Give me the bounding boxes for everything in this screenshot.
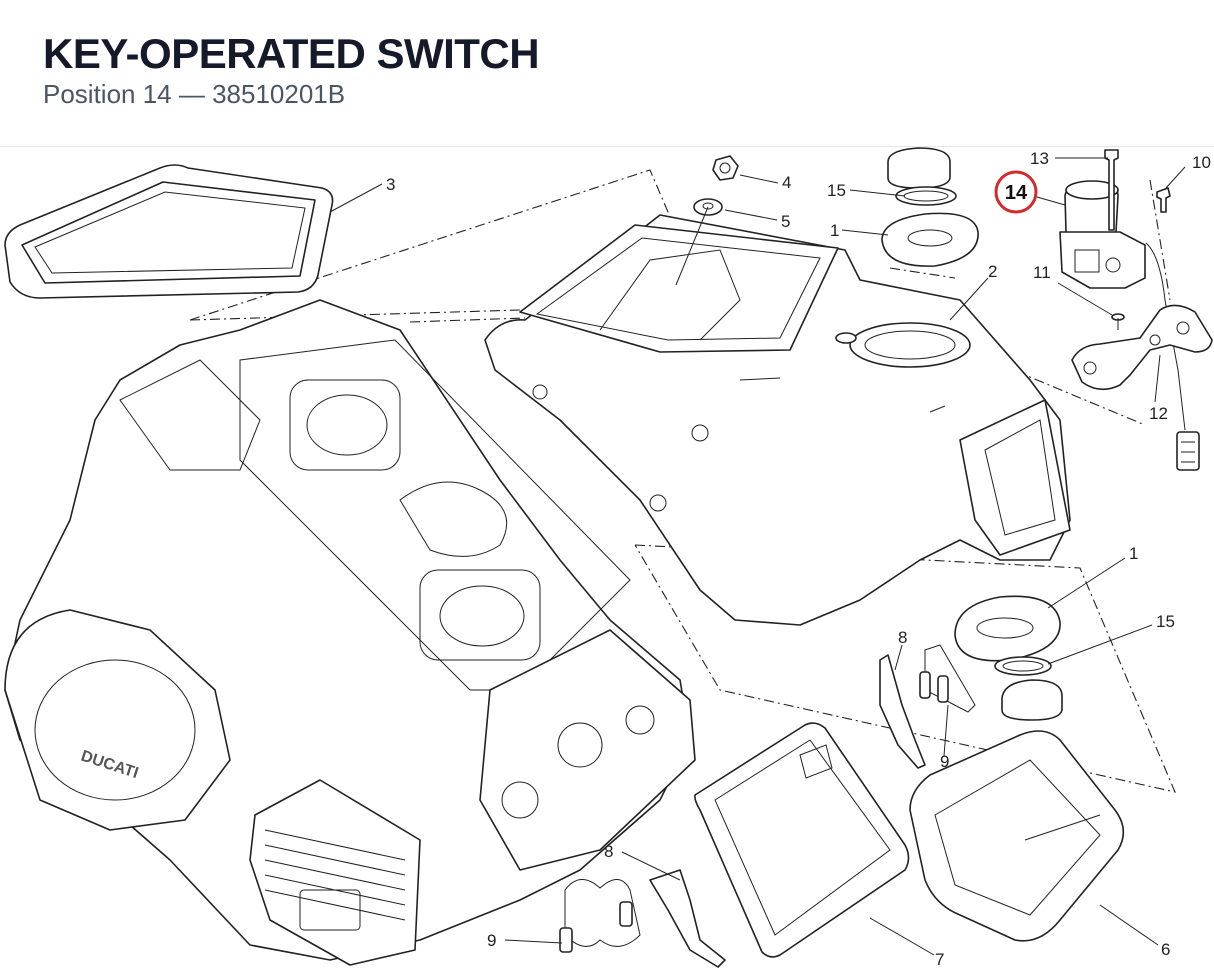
position-14-highlight: 14 bbox=[994, 170, 1038, 214]
callout-15-lower: 15 bbox=[1156, 612, 1175, 631]
callout-labels: 3 4 5 15 1 13 10 2 11 12 1 15 8 9 8 9 7 … bbox=[386, 149, 1211, 969]
callout-12: 12 bbox=[1149, 404, 1168, 423]
callout-10: 10 bbox=[1192, 153, 1211, 172]
callout-6: 6 bbox=[1161, 940, 1170, 959]
part-8-clip-right bbox=[879, 654, 926, 769]
part-9-spring-right bbox=[919, 644, 976, 713]
callout-5: 5 bbox=[781, 212, 790, 231]
callout-8-right: 8 bbox=[898, 628, 907, 647]
part-13-bolt bbox=[1104, 149, 1119, 231]
callout-13: 13 bbox=[1030, 149, 1049, 168]
callout-8-bottom: 8 bbox=[604, 842, 613, 861]
leader-lines bbox=[329, 157, 1186, 956]
header-divider bbox=[0, 146, 1214, 147]
airbox-frame bbox=[484, 214, 1071, 626]
part-14-key-switch bbox=[1059, 180, 1200, 471]
engine-block bbox=[4, 299, 696, 966]
part-5-washer bbox=[675, 198, 723, 286]
callout-9-bottom: 9 bbox=[487, 931, 496, 950]
callout-1-upper: 1 bbox=[830, 221, 839, 240]
part-3-seal bbox=[4, 164, 334, 299]
callout-4: 4 bbox=[782, 173, 791, 192]
part-6-air-filter bbox=[909, 730, 1125, 942]
highlight-circle bbox=[994, 170, 1038, 214]
part-10-screw bbox=[1156, 187, 1171, 213]
highlight-label: 14 bbox=[1005, 182, 1028, 204]
page-title: KEY-OPERATED SWITCH bbox=[43, 30, 540, 77]
part-7-cover-frame bbox=[694, 722, 910, 958]
grommet bbox=[835, 332, 857, 344]
part-9-spring-bottom bbox=[559, 879, 641, 953]
callout-1-lower: 1 bbox=[1129, 544, 1138, 563]
upper-ring-stack bbox=[881, 147, 979, 267]
lower-ring-stack bbox=[954, 595, 1063, 721]
callout-11: 11 bbox=[1033, 263, 1051, 282]
callout-9-right: 9 bbox=[940, 752, 949, 771]
page-header: KEY-OPERATED SWITCH Position 14 — 385102… bbox=[0, 0, 1214, 146]
part-8-clip-bottom bbox=[649, 869, 726, 968]
callout-15-upper: 15 bbox=[827, 181, 846, 200]
callout-3: 3 bbox=[386, 175, 395, 194]
callout-7: 7 bbox=[935, 950, 944, 969]
callout-2: 2 bbox=[988, 262, 997, 281]
part-11-screw bbox=[1111, 313, 1125, 330]
page-subtitle: Position 14 — 38510201B bbox=[43, 79, 346, 109]
exploded-parts-diagram: DUCATI bbox=[4, 147, 1213, 969]
part-12-bracket bbox=[1071, 304, 1213, 391]
part-4-nut bbox=[712, 155, 739, 181]
